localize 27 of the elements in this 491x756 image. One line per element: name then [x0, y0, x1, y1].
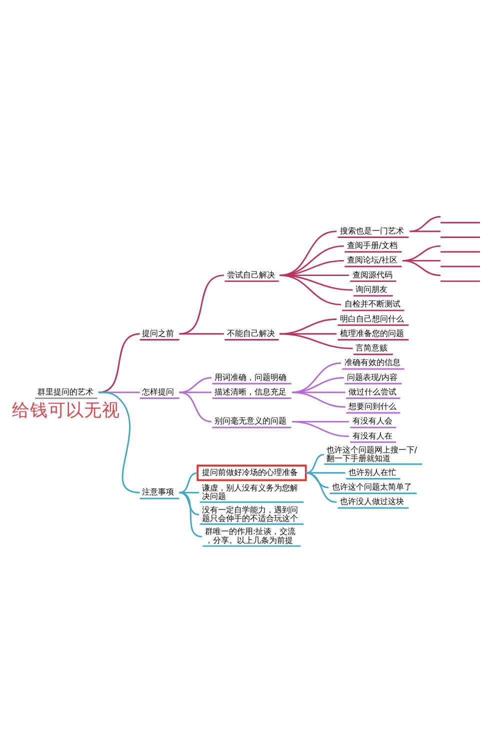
node-underline: [440, 221, 480, 223]
connector: [306, 472, 337, 502]
connector: [292, 391, 346, 408]
connector: [179, 491, 200, 515]
connector: [402, 259, 441, 276]
connector: [98, 391, 140, 493]
connector: [410, 230, 441, 232]
connector: [179, 472, 198, 493]
node-underline: [440, 236, 480, 238]
connector: [292, 420, 350, 437]
connector: [279, 274, 342, 305]
node-underline: [440, 280, 480, 282]
connector: [306, 472, 346, 474]
connector: [410, 216, 441, 232]
connector: [280, 332, 353, 349]
connector: [306, 453, 324, 474]
node-underline: [440, 250, 480, 252]
connector: [179, 332, 224, 334]
connector: [179, 274, 224, 334]
node-underline: [440, 265, 480, 267]
label: 给钱可以无视: [12, 400, 120, 420]
connector: [179, 491, 200, 493]
connector: [179, 376, 212, 393]
connector: [280, 274, 353, 290]
connector: [179, 391, 212, 393]
connector: [292, 391, 346, 393]
connector: [179, 391, 212, 422]
